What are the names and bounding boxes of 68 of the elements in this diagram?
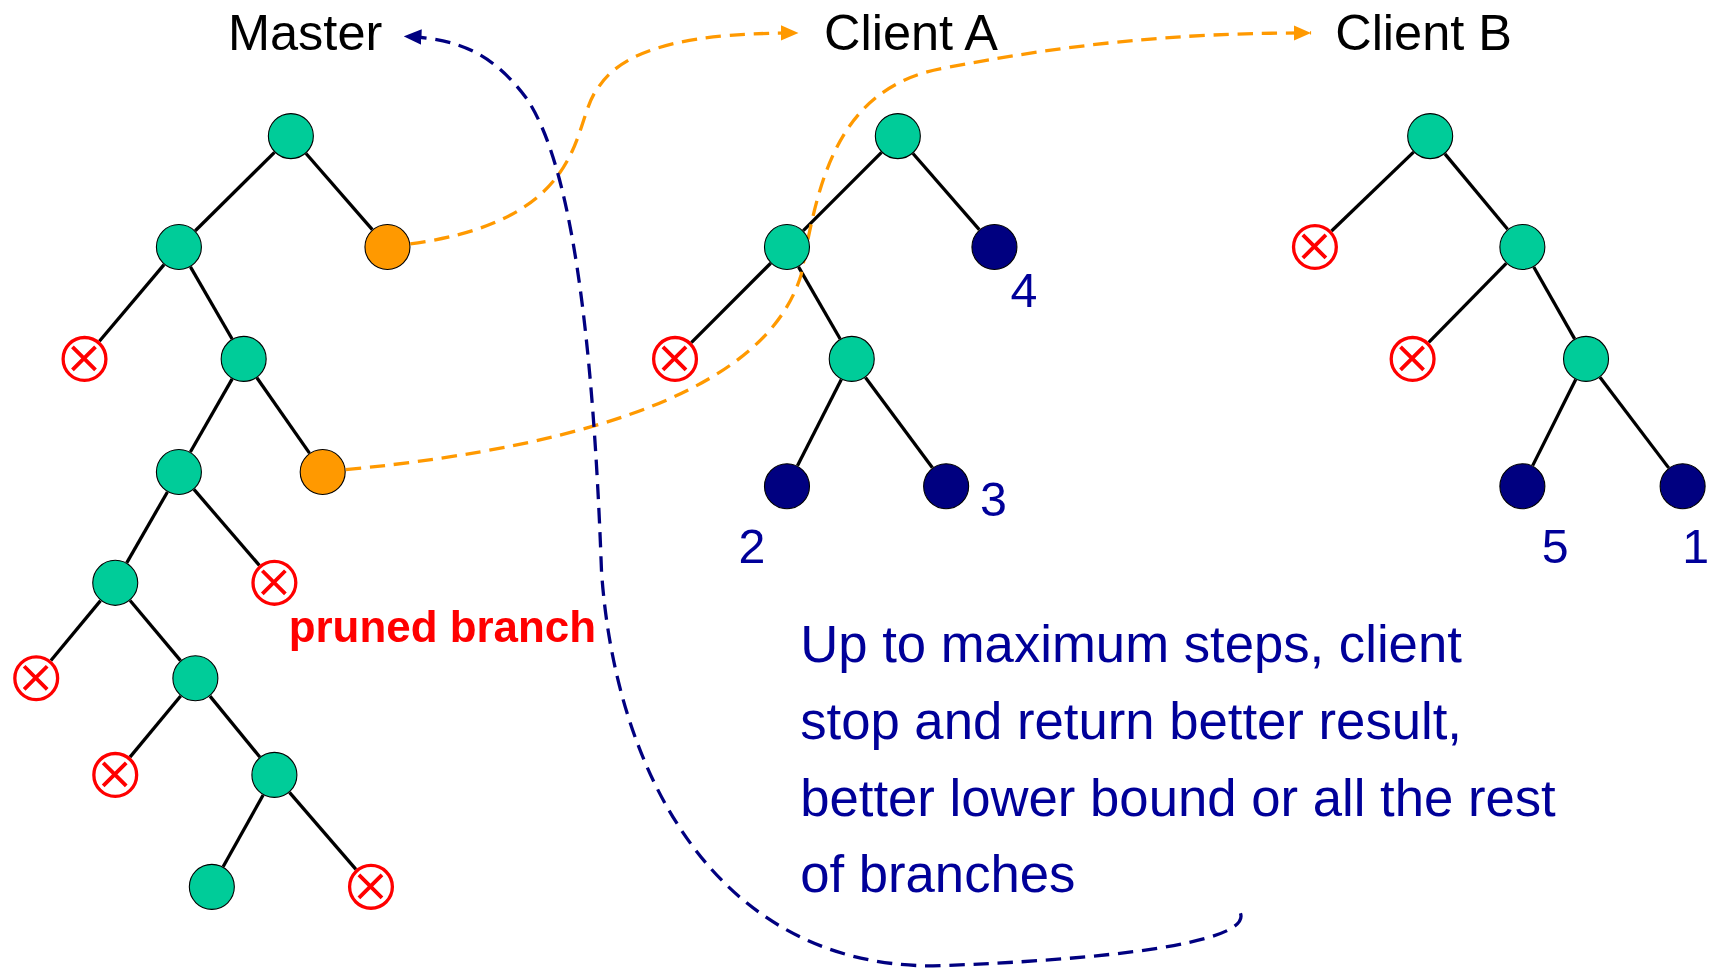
leaf-node xyxy=(763,463,811,510)
node-number: 3 xyxy=(979,474,1007,525)
pruned-node xyxy=(347,863,395,910)
dashed-arrow xyxy=(345,25,1312,472)
branch-line xyxy=(255,376,311,455)
note-text: Up to maximum steps, client stop and return better result, better lower bound or all the rest of branches xyxy=(800,605,1573,914)
node-number: 4 xyxy=(1010,265,1038,317)
branch-line xyxy=(911,152,981,231)
branch-line xyxy=(795,378,843,467)
pruned-node xyxy=(1291,223,1338,270)
leaf-node xyxy=(923,463,970,510)
branch-line xyxy=(1443,152,1509,231)
tree-node xyxy=(92,559,139,606)
tree-node xyxy=(763,223,811,270)
pruned-node xyxy=(61,335,108,382)
branch-node xyxy=(299,448,346,495)
tree-node xyxy=(1407,113,1454,160)
tree-node xyxy=(874,113,921,160)
tree-node xyxy=(172,655,219,702)
branch-line xyxy=(125,491,169,564)
branch-line xyxy=(1532,266,1577,340)
branch-line xyxy=(221,794,265,868)
branch-line xyxy=(1427,262,1508,344)
branch-line xyxy=(49,599,102,662)
branch-line xyxy=(802,151,883,232)
pruned-node xyxy=(251,559,298,606)
branch-line xyxy=(1598,376,1670,469)
tree-node xyxy=(188,863,235,910)
branch-line xyxy=(1330,150,1415,233)
branch-line xyxy=(208,695,262,759)
tree-node xyxy=(251,751,298,798)
branch-node xyxy=(364,223,411,270)
branch-line xyxy=(194,151,276,232)
branch-line xyxy=(192,488,261,567)
node-number: 2 xyxy=(738,521,766,572)
branch-line xyxy=(1531,378,1578,467)
pruned-node xyxy=(651,335,699,382)
leaf-node xyxy=(1659,463,1706,510)
pruned-node xyxy=(13,655,60,702)
dashed-arrow xyxy=(410,25,799,246)
branch-line xyxy=(864,376,934,469)
branch-line xyxy=(128,695,182,759)
tree-node xyxy=(267,113,314,160)
tree-node xyxy=(220,335,267,382)
node-number: 5 xyxy=(1541,521,1569,572)
branch-line xyxy=(189,266,234,340)
tree-node xyxy=(1499,223,1546,270)
dashed-arrow xyxy=(403,29,1242,968)
node-number: 1 xyxy=(1682,521,1710,572)
branch-line xyxy=(797,266,842,340)
branch-line xyxy=(288,791,358,871)
branch-line xyxy=(128,599,182,662)
column-heading: Client A xyxy=(824,5,998,61)
column-heading: Client B xyxy=(1335,5,1512,61)
tree-node xyxy=(1563,335,1610,382)
annotation-text: pruned branch xyxy=(288,601,597,652)
branch-line xyxy=(690,262,772,344)
leaf-node xyxy=(1499,463,1546,510)
pruned-node xyxy=(92,751,139,798)
tree-node xyxy=(155,448,202,495)
branch-line xyxy=(98,263,166,343)
branch-line xyxy=(304,152,374,231)
pruned-node xyxy=(1389,335,1436,382)
tree-node xyxy=(828,335,875,382)
column-heading: Master xyxy=(227,5,383,61)
tree-node xyxy=(155,223,202,270)
leaf-node xyxy=(971,223,1018,270)
branch-line xyxy=(188,378,234,453)
